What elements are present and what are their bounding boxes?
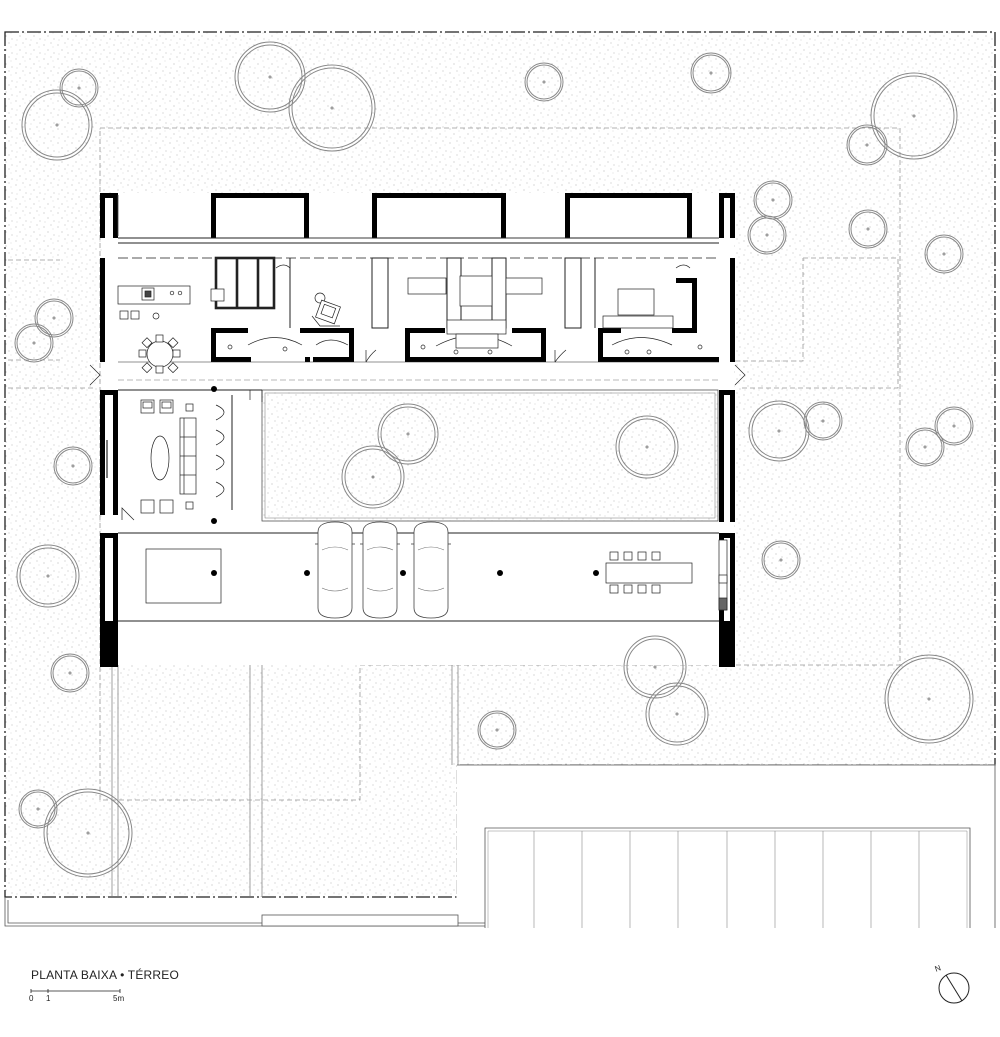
tree-icon (16, 544, 80, 608)
tree-icon (377, 403, 439, 465)
dining-table (138, 334, 181, 374)
drawing-title: PLANTA BAIXA • TÉRREO (31, 968, 180, 982)
tree-icon (905, 427, 945, 467)
tree-icon (59, 68, 99, 108)
kitchen (117, 285, 225, 320)
tree-icon (924, 234, 964, 274)
tree-icon (288, 64, 376, 152)
courtyard (261, 389, 719, 522)
tree-icon (690, 52, 732, 94)
scale-label-1: 1 (46, 994, 51, 1003)
sidewalk (4, 897, 485, 927)
tree-icon (848, 209, 888, 249)
tree-icon (341, 445, 405, 509)
tree-icon (884, 654, 974, 744)
tree-icon (761, 540, 801, 580)
scale-label-5m: 5m (113, 994, 125, 1003)
tree-icon (14, 323, 54, 363)
tree-icon (846, 124, 888, 166)
trees (14, 41, 974, 878)
garage (145, 386, 599, 619)
tree-icon (21, 89, 93, 161)
tree-icon (747, 215, 787, 255)
tree-icon (43, 788, 133, 878)
north-arrow-icon (938, 972, 970, 1004)
living-room (106, 399, 197, 514)
bedrooms (227, 275, 703, 355)
tree-icon (623, 635, 687, 699)
tree-icon (50, 653, 90, 693)
tree-icon (615, 415, 679, 479)
tree-icon (934, 406, 974, 446)
scale-label-0: 0 (29, 994, 34, 1003)
tree-icon (645, 682, 709, 746)
house-building (89, 193, 746, 667)
tree-icon (477, 710, 517, 750)
parking-area (456, 764, 996, 931)
tree-icon (53, 446, 93, 486)
study-room (311, 292, 341, 327)
garden-paths (111, 622, 459, 897)
tree-icon (524, 62, 564, 102)
outdoor-dining-table (605, 539, 728, 611)
scale-bar (30, 989, 121, 993)
tree-icon (870, 72, 958, 160)
tree-icon (34, 298, 74, 338)
tree-icon (803, 401, 843, 441)
